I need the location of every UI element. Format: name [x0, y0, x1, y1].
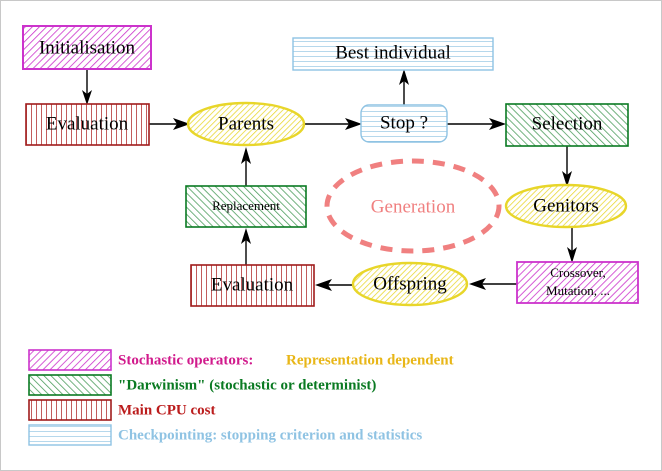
node-genitors[interactable]: Genitors: [504, 183, 628, 229]
node-selection[interactable]: Selection: [505, 103, 629, 147]
legend-row-darwinism: "Darwinism" (stochastic or determinist): [28, 374, 376, 396]
node-stop[interactable]: Stop ?: [360, 104, 448, 143]
replacement-label: Replacement: [212, 198, 280, 213]
edge-selection-to-genitors: [562, 146, 572, 187]
legend-label-cpu-cost: Main CPU cost: [118, 402, 216, 418]
parents-label: Parents: [218, 113, 274, 134]
generation-dashed-ellipse: [324, 158, 502, 254]
evaluation-bottom-label: Evaluation: [211, 274, 294, 295]
legend-label-representation-dependent: Representation dependent: [286, 352, 454, 368]
edge-init-to-eval: [82, 69, 92, 105]
node-crossover-mutation[interactable]: Crossover, Mutation, ...: [516, 261, 639, 304]
evaluation-top-box[interactable]: [25, 103, 150, 146]
legend-row-checkpointing: Checkpointing: stopping criterion and st…: [28, 424, 422, 446]
edge-eval-to-parents: [149, 118, 190, 130]
selection-label: Selection: [532, 113, 603, 134]
legend-label-darwinism: "Darwinism" (stochastic or determinist): [118, 377, 376, 393]
node-evaluation-bottom[interactable]: Evaluation: [190, 264, 315, 307]
legend-swatch-darkred: [28, 399, 112, 421]
legend-row-stochastic: Stochastic operators: Representation dep…: [28, 349, 454, 371]
offspring-ellipse[interactable]: [351, 261, 469, 307]
initialisation-label: Initialisation: [39, 37, 136, 58]
parents-ellipse[interactable]: [186, 101, 306, 147]
legend-swatch-lightblue: [28, 424, 112, 446]
edge-offspring-to-eval: [315, 279, 353, 291]
generation-loop: Generation: [324, 158, 502, 254]
mutation-label: Mutation, ...: [546, 283, 610, 298]
node-parents[interactable]: Parents: [186, 101, 306, 147]
crossover-mutation-box[interactable]: [516, 261, 639, 304]
genitors-label: Genitors: [533, 195, 598, 216]
best-individual-box[interactable]: [292, 37, 494, 71]
edge-genitors-to-crossover: [567, 226, 577, 263]
evaluation-top-label: Evaluation: [46, 113, 129, 134]
replacement-box[interactable]: [185, 185, 307, 228]
nodes-layer: Initialisation Evaluation Parents Best i…: [22, 25, 639, 307]
legend-row-cpu-cost: Main CPU cost: [28, 399, 216, 421]
genitors-ellipse[interactable]: [504, 183, 628, 229]
legend: Stochastic operators: Representation dep…: [28, 349, 454, 446]
node-evaluation-top[interactable]: Evaluation: [25, 103, 150, 146]
legend-swatch-magenta: [28, 349, 112, 371]
node-best-individual[interactable]: Best individual: [292, 37, 494, 71]
edges-layer: [82, 69, 577, 291]
stop-box[interactable]: [360, 104, 448, 143]
stop-label: Stop ?: [380, 112, 428, 133]
generation-label: Generation: [371, 196, 456, 217]
offspring-label: Offspring: [373, 273, 447, 294]
crossover-label: Crossover,: [550, 265, 605, 280]
edge-parents-to-stop: [305, 118, 362, 130]
node-replacement[interactable]: Replacement: [185, 185, 307, 228]
selection-box[interactable]: [505, 103, 629, 147]
edge-crossover-to-offspring: [469, 278, 517, 290]
evaluation-bottom-box[interactable]: [190, 264, 315, 307]
edge-replacement-to-parents: [241, 147, 251, 186]
initialisation-box[interactable]: [22, 25, 152, 70]
edge-eval-to-replacement: [241, 228, 251, 265]
legend-label-checkpointing: Checkpointing: stopping criterion and st…: [118, 427, 422, 443]
legend-label-stochastic: Stochastic operators:: [118, 352, 253, 368]
edge-stop-to-selection: [447, 118, 506, 130]
node-offspring[interactable]: Offspring: [351, 261, 469, 307]
legend-swatch-green: [28, 374, 112, 396]
edge-stop-to-best: [399, 69, 409, 105]
best-individual-label: Best individual: [335, 42, 451, 63]
node-initialisation[interactable]: Initialisation: [22, 25, 152, 70]
